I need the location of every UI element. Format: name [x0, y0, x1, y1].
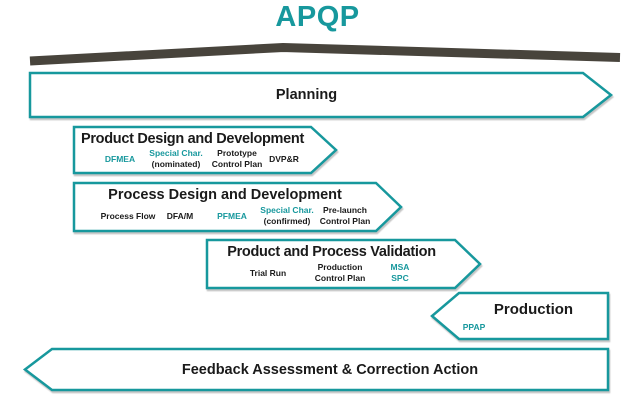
sub-item-line: Trial Run	[249, 267, 287, 278]
production-stage-title: Production	[493, 300, 574, 318]
sub-item-production-control-plan: Production Control Plan	[305, 260, 375, 286]
planning-arrow	[28, 71, 614, 119]
production-arrow	[430, 291, 610, 341]
sub-item-special-char-confirmed: Special Char. (confirmed)	[253, 203, 321, 229]
diagram-title: APQP	[275, 1, 360, 33]
sub-item-line: MSA	[390, 262, 410, 273]
sub-item-line: PFMEA	[217, 210, 247, 221]
sub-item-line: (nominated)	[151, 159, 201, 169]
roof-divider	[29, 42, 621, 66]
sub-item-process-flow: Process Flow	[97, 203, 159, 229]
sub-item-line: Process Flow	[100, 210, 156, 221]
sub-item-line: Prototype	[217, 148, 257, 159]
product-design-arrow	[72, 125, 338, 175]
sub-item-line: DVP&R	[269, 153, 299, 164]
sub-item-ppap: PPAP	[454, 320, 494, 334]
sub-item-prototype-control-plan: Prototype Control Plan	[204, 146, 270, 172]
sub-item-line: Control Plan	[211, 159, 263, 169]
process-design-arrow	[72, 181, 403, 233]
sub-item-line: Control Plan	[314, 273, 366, 283]
sub-item-msa-spc: MSA SPC	[376, 260, 424, 286]
sub-item-line: DFMEA	[104, 153, 136, 164]
sub-item-trial-run: Trial Run	[237, 260, 299, 286]
sub-item-line: Special Char.	[260, 205, 314, 216]
process-design-stage-title: Process Design and Development	[108, 187, 342, 203]
sub-item-line: Control Plan	[319, 216, 371, 226]
sub-item-dfam: DFA/M	[156, 203, 204, 229]
sub-item-line: PPAP	[462, 321, 486, 332]
sub-item-line: Production	[317, 262, 363, 273]
sub-item-line: Special Char.	[149, 148, 203, 159]
sub-item-line: Pre-launch	[323, 205, 367, 216]
validation-stage-title: Product and Process Validation	[227, 244, 436, 260]
validation-arrow	[205, 238, 482, 290]
sub-item-dfmea: DFMEA	[96, 146, 144, 172]
planning-stage-title: Planning	[275, 87, 338, 103]
feedback-stage-title: Feedback Assessment & Correction Action	[181, 361, 479, 378]
sub-item-special-char-nominated: Special Char. (nominated)	[140, 146, 212, 172]
product-design-stage-title: Product Design and Development	[80, 131, 305, 147]
sub-item-prelaunch-control-plan: Pre-launch Control Plan	[313, 203, 377, 229]
sub-item-line: SPC	[391, 273, 409, 283]
sub-item-pfmea: PFMEA	[208, 203, 256, 229]
sub-item-line: DFA/M	[166, 210, 194, 221]
sub-item-dvpr: DVP&R	[261, 146, 307, 172]
sub-item-line: (confirmed)	[263, 216, 311, 226]
feedback-arrow	[22, 347, 610, 392]
